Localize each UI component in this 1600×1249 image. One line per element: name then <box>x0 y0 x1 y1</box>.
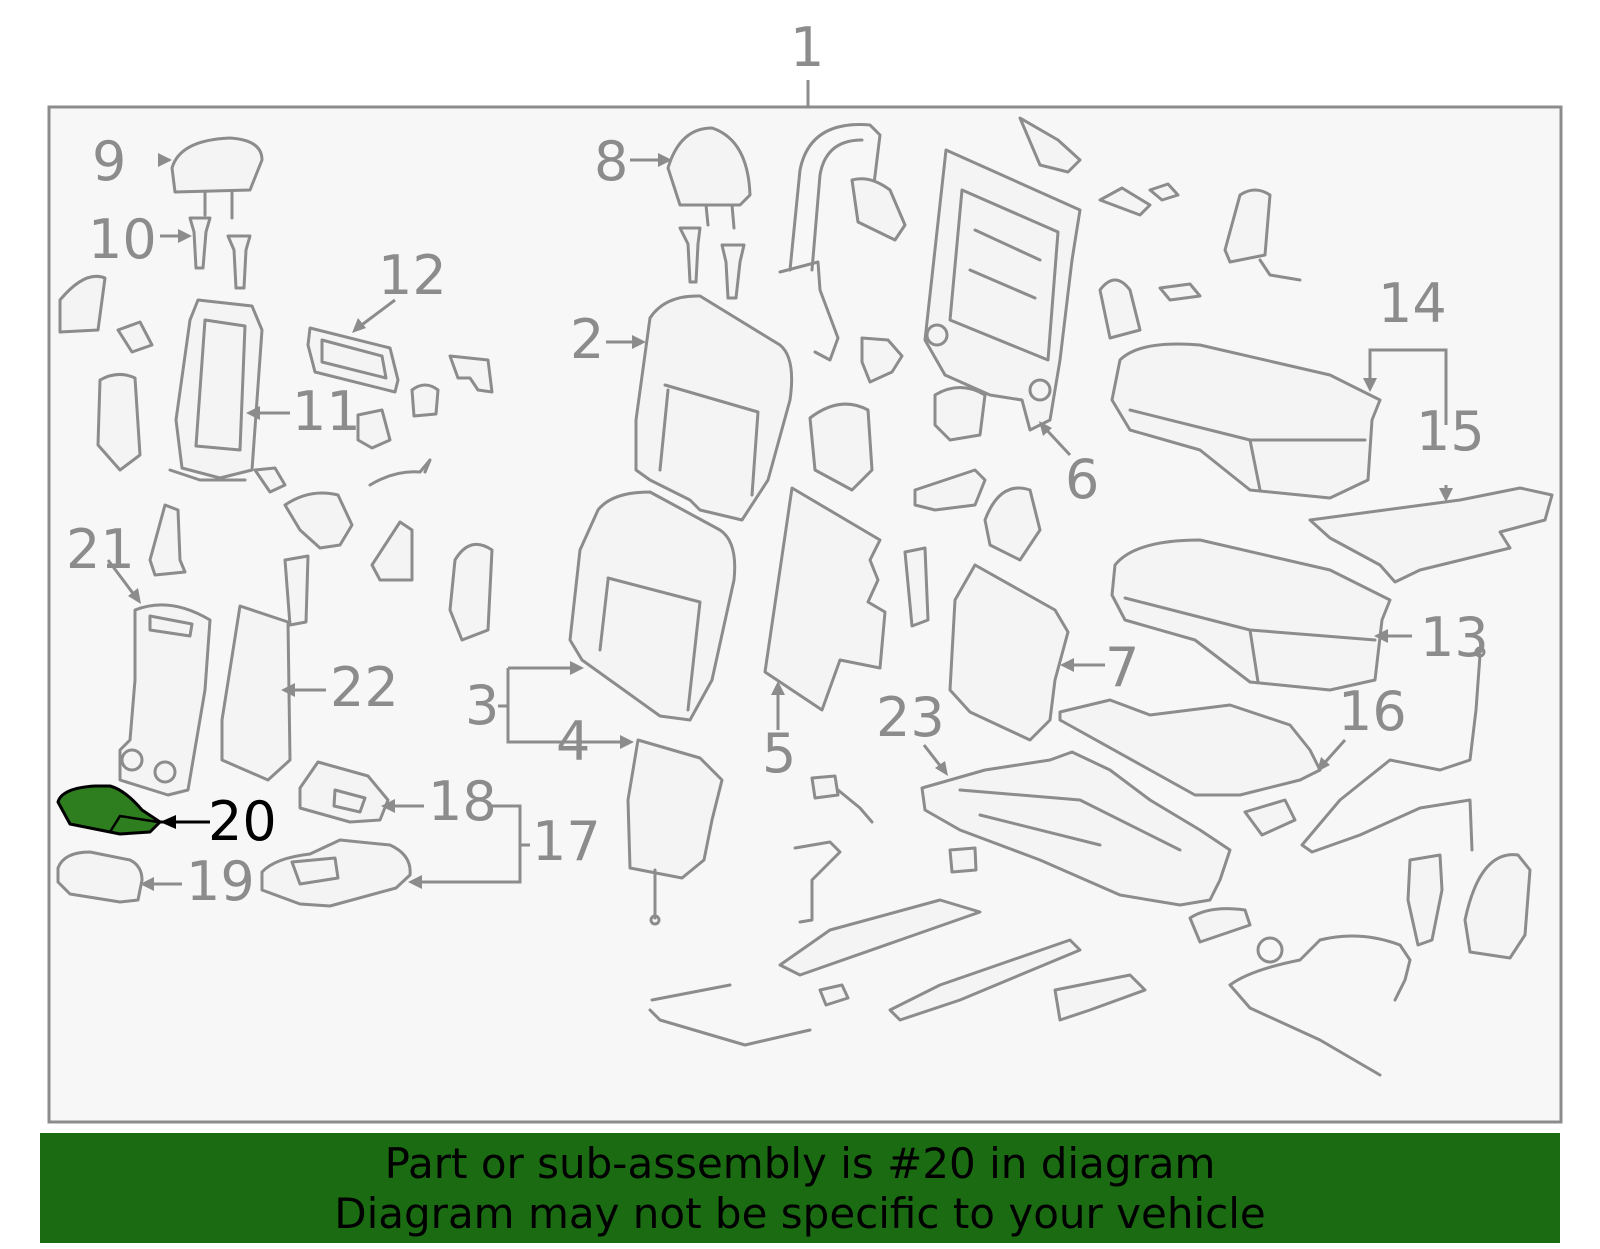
part-misc-top-right <box>1098 182 1302 340</box>
callout-23[interactable]: 23 <box>876 686 945 749</box>
info-banner: Part or sub-assembly is #20 in diagram D… <box>40 1133 1560 1243</box>
callout-15[interactable]: 15 <box>1416 400 1485 463</box>
callout-3[interactable]: 3 <box>465 674 499 737</box>
part-10-headrest-guides[interactable] <box>188 216 252 290</box>
leader-lines <box>106 153 1453 891</box>
part-17-armrest-assembly[interactable] <box>260 838 412 908</box>
part-misc-rails <box>648 774 1284 1047</box>
callout-7[interactable]: 7 <box>1105 636 1139 699</box>
part-5-back-board[interactable] <box>763 486 887 712</box>
callout-21[interactable]: 21 <box>66 518 135 581</box>
part-13-cushion-pad[interactable] <box>1110 538 1392 692</box>
part-8-headrest[interactable] <box>666 126 752 300</box>
callout-4[interactable]: 4 <box>556 710 590 773</box>
part-23-cushion-frame[interactable] <box>920 750 1297 907</box>
banner-line-1: Part or sub-assembly is #20 in diagram <box>384 1139 1216 1188</box>
part-misc-cables <box>1228 646 1532 1077</box>
part-misc-left-brackets <box>58 274 287 494</box>
callout-12[interactable]: 12 <box>378 244 447 307</box>
part-7-back-board[interactable] <box>948 563 1070 742</box>
callout-8[interactable]: 8 <box>594 130 628 193</box>
part-11-seatback-frame[interactable] <box>168 298 264 482</box>
callout-2[interactable]: 2 <box>570 308 604 371</box>
part-14-cushion-cover[interactable] <box>1110 342 1382 500</box>
callout-20[interactable]: 20 <box>208 790 277 853</box>
part-6-seatback-frame[interactable] <box>923 116 1082 442</box>
banner-line-2: Diagram may not be specific to your vehi… <box>334 1189 1266 1238</box>
part-misc-center-left <box>148 354 494 642</box>
part-22-board[interactable] <box>220 554 310 782</box>
callout-10[interactable]: 10 <box>88 208 157 271</box>
callout-14[interactable]: 14 <box>1378 272 1447 335</box>
part-15-heater-mat[interactable] <box>1308 486 1554 584</box>
part-3-seatback-pad[interactable] <box>568 490 737 722</box>
callout-19[interactable]: 19 <box>186 850 255 913</box>
callout-1[interactable]: 1 <box>790 16 824 79</box>
part-20-shape[interactable] <box>56 784 162 836</box>
callout-11[interactable]: 11 <box>292 380 361 443</box>
callout-6[interactable]: 6 <box>1065 448 1099 511</box>
callout-labels: 1 9 10 12 11 21 22 20 19 18 17 8 2 3 4 5… <box>66 16 1489 913</box>
part-19-armrest-cover[interactable] <box>56 850 144 904</box>
part-12-switch-panel[interactable] <box>306 326 400 394</box>
part-21-side-trim[interactable] <box>118 603 212 797</box>
part-9-headrest[interactable] <box>170 136 264 220</box>
part-20-armrest-highlighted[interactable] <box>56 784 210 836</box>
part-18-cup-holder[interactable] <box>298 760 390 824</box>
callout-9[interactable]: 9 <box>92 130 126 193</box>
callout-22[interactable]: 22 <box>330 656 399 719</box>
callout-18[interactable]: 18 <box>428 770 497 833</box>
part-misc-seatbelt <box>778 123 1042 628</box>
callout-17[interactable]: 17 <box>532 810 601 873</box>
callout-16[interactable]: 16 <box>1338 680 1407 743</box>
callout-13[interactable]: 13 <box>1420 606 1489 669</box>
part-4-heater-mat[interactable] <box>626 738 724 926</box>
callout-5[interactable]: 5 <box>762 722 796 785</box>
part-2-seatback-cover[interactable] <box>634 294 794 522</box>
